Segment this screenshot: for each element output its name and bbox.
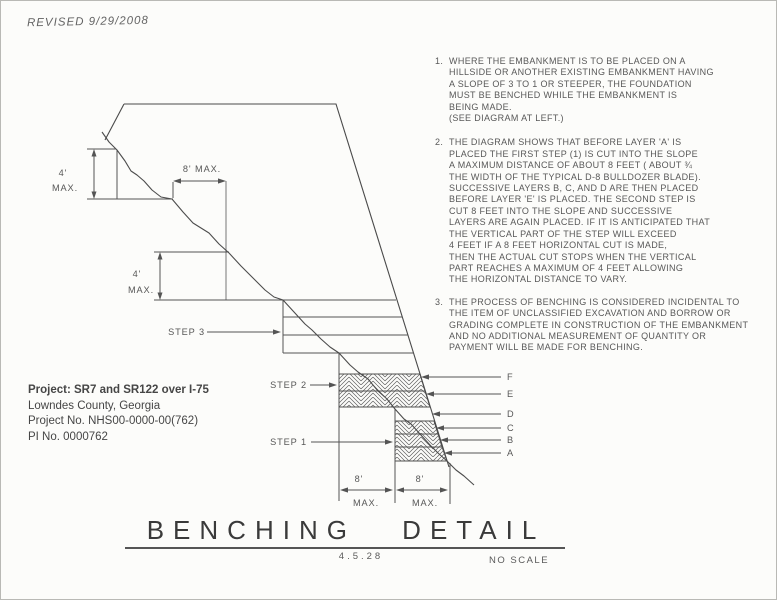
dim-8-bottom-left-qualifier: MAX. (353, 498, 379, 508)
bench-step-lines (87, 148, 451, 504)
project-name: Project: SR7 and SR122 over I-75 (28, 384, 209, 396)
dim-4max-top-qualifier: MAX. (52, 183, 78, 193)
note-3-text: THE PROCESS OF BENCHING IS CONSIDERED IN… (449, 296, 749, 353)
layer-label-b: B (507, 435, 514, 445)
layer-band-e (338, 390, 431, 408)
layer-label-c: C (507, 423, 515, 433)
sheet-number: 4.5.28 (338, 551, 384, 562)
dimension-lines (91, 149, 448, 493)
existing-slope-line (101, 131, 475, 486)
dim-8-bottom-right-value: 8' (416, 474, 425, 484)
layer-band-c (394, 420, 439, 435)
dim-8-bottom-left-value: 8' (355, 474, 364, 484)
note-3: 3. THE PROCESS OF BENCHING IS CONSIDERED… (435, 297, 765, 354)
notes-list: 1. WHERE THE EMBANKMENT IS TO BE PLACED … (435, 56, 765, 354)
note-1: 1. WHERE THE EMBANKMENT IS TO BE PLACED … (435, 56, 765, 124)
layer-label-f: F (507, 372, 514, 382)
step2-label: STEP 2 (270, 380, 307, 390)
leader-arrows (207, 329, 501, 456)
note-3-number: 3. (435, 296, 444, 307)
step3-label: STEP 3 (168, 327, 205, 337)
step1-label: STEP 1 (270, 437, 307, 447)
dim-4max-mid-value: 4' (133, 269, 142, 279)
fill-layer-bands (338, 373, 448, 462)
dim-4max-mid-qualifier: MAX. (128, 285, 154, 295)
embankment-outline (104, 103, 450, 468)
note-2-text: THE DIAGRAM SHOWS THAT BEFORE LAYER 'A' … (449, 137, 711, 285)
project-number: Project No. NHS00-0000-00(762) (28, 415, 199, 427)
sheet-title: BENCHING DETAIL (146, 515, 546, 545)
layer-band-f (338, 373, 426, 392)
note-1-text: WHERE THE EMBANKMENT IS TO BE PLACED ON … (449, 56, 714, 124)
project-county: Lowndes County, Georgia (28, 399, 161, 412)
project-pi-number: PI No. 0000762 (28, 430, 108, 443)
title-underline (125, 547, 565, 549)
note-1-number: 1. (435, 56, 444, 66)
dim-4max-top-value: 4' (59, 168, 68, 178)
dim-8max-top-label: 8' MAX. (183, 164, 221, 174)
scale-note: NO SCALE (489, 555, 550, 566)
revision-note: REVISED 9/29/2008 (26, 14, 149, 30)
layer-label-a: A (507, 448, 514, 458)
project-info-block: Project: SR7 and SR122 over I-75 Lowndes… (28, 383, 209, 445)
note-2-number: 2. (435, 137, 444, 148)
dim-8-bottom-right-qualifier: MAX. (412, 498, 438, 508)
layer-band-b (394, 433, 443, 448)
layer-label-d: D (507, 409, 515, 419)
layer-label-e: E (507, 389, 514, 399)
diagram-labels: 4' MAX. 8' MAX. 4' MAX. STEP 3 STEP 2 ST… (52, 164, 515, 508)
note-2: 2. THE DIAGRAM SHOWS THAT BEFORE LAYER '… (435, 137, 765, 285)
